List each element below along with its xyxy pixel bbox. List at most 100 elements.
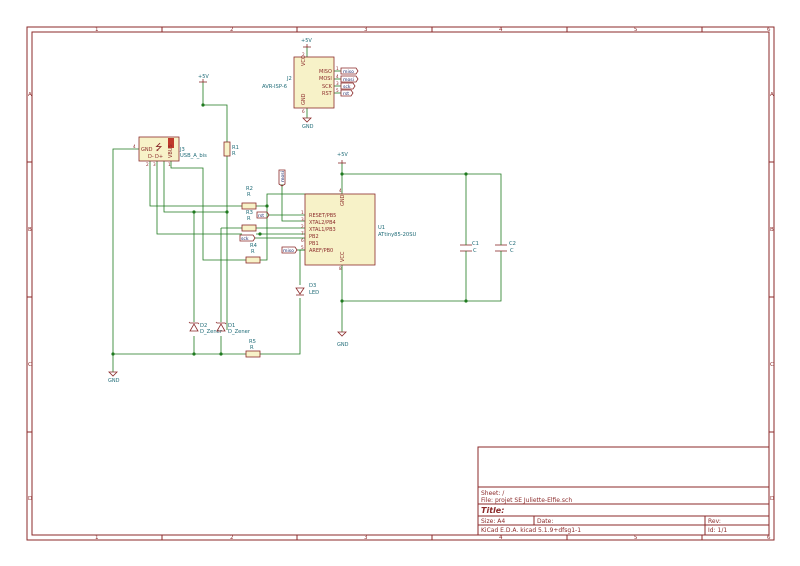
led-d3: D3 LED	[295, 283, 319, 296]
col-label: 6	[767, 535, 771, 541]
svg-text:PB1: PB1	[309, 241, 319, 247]
col-label: 3	[364, 27, 368, 33]
svg-text:GND: GND	[141, 147, 153, 153]
svg-text:C1: C1	[472, 241, 479, 247]
vcc-symbol: +5V	[198, 74, 209, 83]
svg-text:3: 3	[336, 81, 339, 86]
junction-dot	[265, 204, 269, 208]
svg-text:R: R	[247, 192, 251, 198]
tb-date: Date:	[537, 518, 553, 525]
col-label: 5	[634, 27, 638, 33]
label-miso-u1: miso	[283, 248, 294, 254]
junction-dot	[111, 352, 115, 356]
tb-title: Title:	[481, 506, 504, 515]
tb-sheet: Sheet: /	[481, 490, 505, 497]
col-label: 1	[95, 535, 99, 541]
svg-text:R2: R2	[246, 186, 253, 192]
gnd-symbol: GND	[337, 331, 349, 348]
svg-text:VCC: VCC	[301, 55, 307, 66]
svg-text:D_Zener: D_Zener	[228, 329, 251, 335]
svg-text:RST: RST	[322, 91, 333, 97]
tb-size: Size: A4	[481, 518, 505, 525]
svg-text:3: 3	[153, 162, 156, 167]
col-label: 6	[767, 27, 771, 33]
svg-text:SCK: SCK	[322, 84, 333, 90]
label-mosi: mosi	[343, 77, 354, 83]
svg-text:RESET/PB5: RESET/PB5	[309, 213, 336, 219]
svg-text:5: 5	[336, 88, 339, 93]
power-symbols: +5V GND +5V +5V GND GND	[108, 38, 349, 384]
col-label: 4	[499, 535, 503, 541]
junction-dot	[192, 210, 196, 214]
j2-value: AVR-ISP-6	[262, 84, 287, 90]
net-labels-u1: mosi rst sck miso	[239, 169, 298, 254]
row-label: B	[770, 227, 774, 233]
svg-text:D-: D-	[148, 154, 154, 160]
vcc-symbol: +5V	[301, 38, 312, 48]
col-label: 3	[364, 535, 368, 541]
svg-text:+5V: +5V	[198, 74, 209, 80]
svg-text:4: 4	[336, 74, 339, 79]
svg-text:1: 1	[301, 210, 304, 215]
svg-text:R3: R3	[246, 210, 253, 216]
tb-file: File: projet SE Juliette-Elfie.sch	[481, 497, 572, 504]
col-label: 4	[499, 27, 503, 33]
resistor-r1: R1 R	[223, 141, 239, 157]
junction-dot	[340, 172, 344, 176]
col-label: 2	[230, 27, 234, 33]
j3-ref: J3	[179, 147, 185, 153]
svg-text:D2: D2	[200, 323, 207, 329]
svg-text:4: 4	[339, 188, 342, 193]
vcc-symbol: +5V	[337, 152, 348, 164]
svg-text:XTAL2/PB4: XTAL2/PB4	[309, 220, 336, 226]
junction-dot	[464, 172, 468, 176]
label-sck-u1: sck	[241, 236, 249, 242]
usb-icon: ⭍	[155, 142, 163, 153]
svg-text:R: R	[247, 216, 251, 222]
svg-text:6: 6	[302, 109, 305, 114]
svg-text:6: 6	[301, 238, 304, 243]
col-label: 2	[230, 535, 234, 541]
svg-text:R: R	[250, 345, 254, 351]
gnd-symbol: GND	[108, 371, 120, 384]
svg-text:+5V: +5V	[301, 38, 312, 44]
capacitor-c1: C1 C	[460, 240, 479, 256]
svg-text:C: C	[510, 248, 514, 254]
svg-text:GND: GND	[301, 93, 307, 105]
svg-text:3: 3	[301, 217, 304, 222]
svg-text:8: 8	[339, 266, 342, 271]
row-label: B	[28, 227, 32, 233]
row-label: C	[770, 362, 774, 368]
svg-text:C2: C2	[509, 241, 516, 247]
connector-j2: J2 AVR-ISP-6 MISO MOSI SCK RST VCC GND 1…	[262, 52, 339, 114]
col-label: 1	[95, 27, 99, 33]
j2-ref: J2	[286, 76, 292, 82]
svg-text:GND: GND	[108, 378, 120, 384]
svg-text:2: 2	[146, 162, 149, 167]
svg-text:R: R	[251, 249, 255, 255]
label-sck: sck	[343, 84, 351, 90]
col-label: 5	[634, 535, 638, 541]
row-label: A	[770, 92, 774, 98]
label-mosi-vertical: mosi	[280, 171, 286, 182]
svg-text:GND: GND	[337, 342, 349, 348]
svg-text:C: C	[473, 248, 477, 254]
svg-text:AREF/PB0: AREF/PB0	[309, 248, 333, 254]
svg-text:D1: D1	[228, 323, 235, 329]
tb-rev: Rev:	[708, 518, 721, 525]
usb-plug-icon	[168, 138, 174, 148]
zener-d2: D2 D_Zener	[188, 321, 223, 335]
resistor-r2: R2 R	[241, 186, 257, 210]
svg-text:GND: GND	[340, 194, 346, 206]
svg-text:XTAL1/PB3: XTAL1/PB3	[309, 227, 336, 233]
svg-text:D3: D3	[309, 283, 316, 289]
svg-text:2: 2	[301, 224, 304, 229]
svg-text:R1: R1	[232, 145, 239, 151]
junction-dot	[201, 103, 205, 107]
u1-ref: U1	[378, 225, 385, 231]
junction-dot	[258, 232, 262, 236]
mcu-u1: U1 ATtiny85-20SU RESET/PB5 XTAL2/PB4 XTA…	[301, 188, 417, 271]
junction-dot	[192, 352, 196, 356]
tb-tool: KiCad E.D.A. kicad 5.1.9+dfsg1-1	[481, 527, 581, 534]
